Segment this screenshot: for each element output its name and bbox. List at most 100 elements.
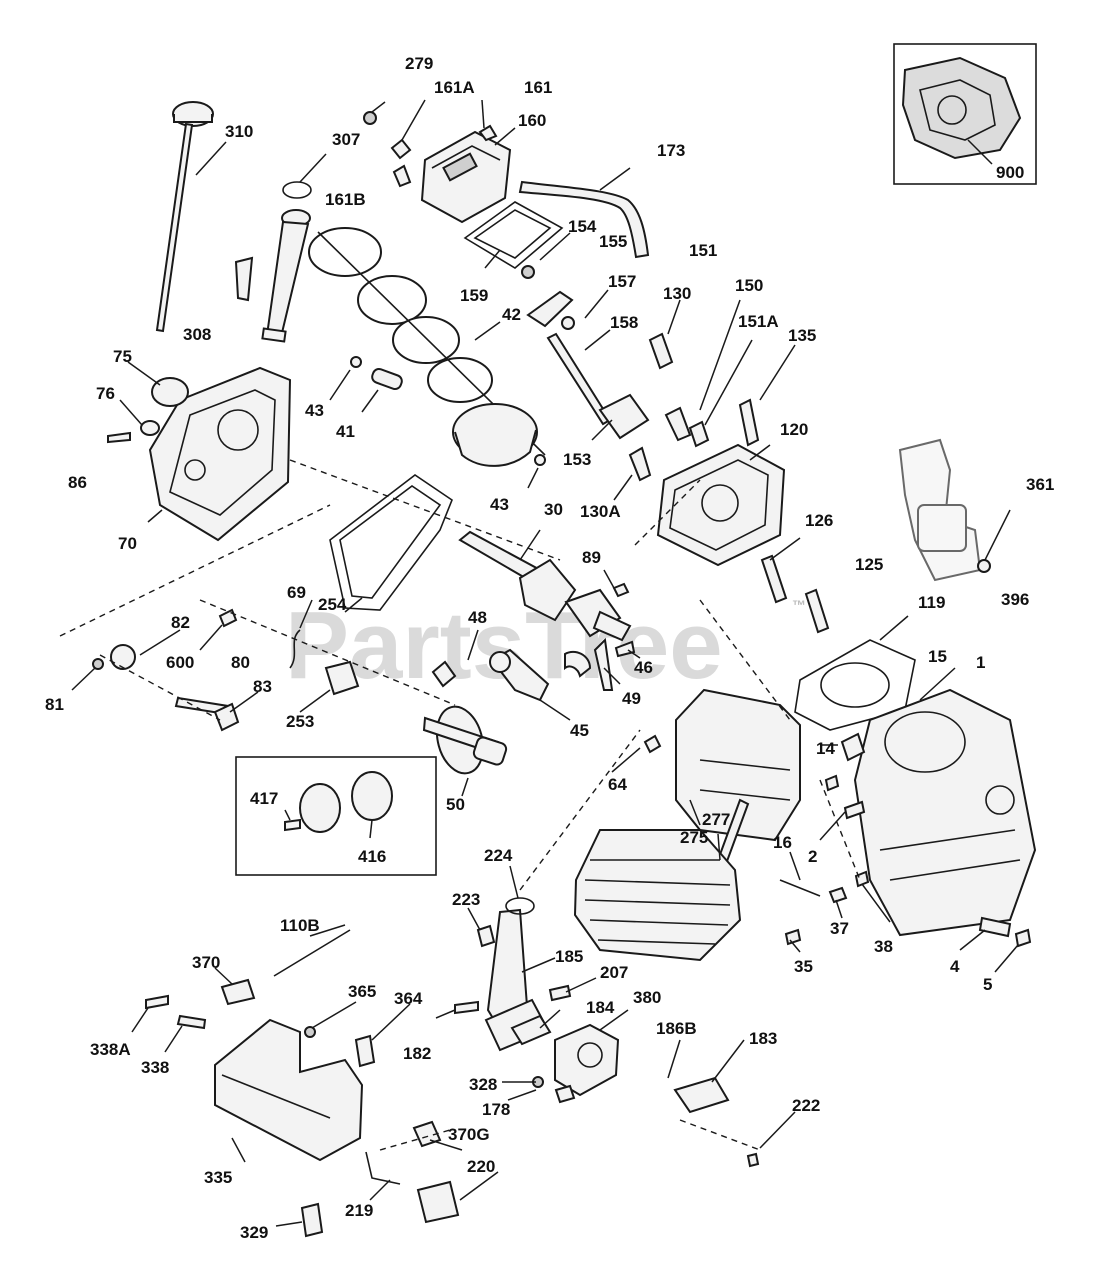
callout-126: 126 <box>805 511 833 530</box>
callout-119: 119 <box>918 593 945 612</box>
fitting-38 <box>854 870 870 888</box>
trademark-mark: ™ <box>792 597 806 613</box>
lever-253 <box>324 660 360 696</box>
callout-69: 69 <box>287 583 306 602</box>
callout-83: 83 <box>253 677 272 696</box>
fitting-207 <box>548 984 572 1002</box>
nut-365 <box>304 1026 316 1038</box>
gasket-159 <box>463 201 564 269</box>
screw-161A <box>390 138 412 160</box>
bolt-86 <box>107 431 131 444</box>
callout-86: 86 <box>68 473 87 492</box>
bracket-364 <box>354 1034 376 1068</box>
callout-81: 81 <box>45 695 64 714</box>
callout-64: 64 <box>608 775 627 794</box>
air-cleaner-275 <box>675 688 801 842</box>
callout-125: 125 <box>855 555 883 574</box>
callout-2: 2 <box>808 847 817 866</box>
bracket-220 <box>416 1180 460 1224</box>
callout-80: 80 <box>231 653 250 672</box>
bolt-126a <box>760 554 788 604</box>
gasket-328 <box>554 1084 576 1104</box>
callout-380: 380 <box>633 988 661 1007</box>
callout-120: 120 <box>780 420 808 439</box>
nut-5 <box>1014 928 1032 948</box>
callout-43-bottom: 43 <box>490 495 509 514</box>
rod-cap-49 <box>564 650 592 678</box>
callout-leaders <box>71 99 1019 1227</box>
clip-329 <box>300 1202 324 1238</box>
callout-42: 42 <box>502 305 521 324</box>
callout-151A: 151A <box>738 312 779 331</box>
engine-thumbnail <box>901 56 1022 160</box>
valve-spring-150 <box>664 406 692 442</box>
callout-158: 158 <box>610 313 638 332</box>
callout-15: 15 <box>928 647 947 666</box>
callout-130A: 130A <box>580 502 621 521</box>
nut-396 <box>977 559 991 573</box>
callout-308: 308 <box>183 325 211 344</box>
bolt-338 <box>176 1014 207 1030</box>
cylinder-head-120 <box>656 443 786 567</box>
callout-30: 30 <box>544 500 563 519</box>
control-bracket-335 <box>214 1018 364 1162</box>
callout-364: 364 <box>394 989 423 1008</box>
bolt-126b <box>804 588 830 634</box>
gasket-254 <box>329 474 453 611</box>
bolt-46 <box>614 640 636 658</box>
carburetor-380 <box>554 1023 620 1097</box>
oil-fill-tube <box>261 209 311 343</box>
callout-48: 48 <box>468 608 487 627</box>
callout-153: 153 <box>563 450 591 469</box>
callout-361: 361 <box>1026 475 1054 494</box>
callout-45: 45 <box>570 721 589 740</box>
cooling-shroud <box>573 829 742 962</box>
callout-16: 16 <box>773 833 792 852</box>
callout-155: 155 <box>599 232 627 251</box>
plate-370 <box>220 978 256 1006</box>
callout-365: 365 <box>348 982 376 1001</box>
fitting-161B <box>392 164 412 188</box>
callout-224: 224 <box>484 846 513 865</box>
piston <box>452 403 538 467</box>
callout-396: 396 <box>1001 590 1029 609</box>
callout-5: 5 <box>983 975 992 994</box>
callout-254: 254 <box>318 595 347 614</box>
oil-seal-75 <box>151 377 189 407</box>
callout-159: 159 <box>460 286 488 305</box>
bolt-49 <box>593 637 614 691</box>
callout-161: 161 <box>524 78 552 97</box>
callout-labels: 279 161A 161 160 310 307 173 161B 154 15… <box>45 54 1054 1242</box>
screw-222 <box>746 1152 760 1168</box>
callout-161B: 161B <box>325 190 366 209</box>
callout-173: 173 <box>657 141 685 160</box>
valve-151A <box>688 420 710 448</box>
callout-50: 50 <box>446 795 465 814</box>
callout-220: 220 <box>467 1157 495 1176</box>
clip-64 <box>643 734 662 754</box>
inset-frame-900 <box>893 43 1037 185</box>
piston-pin-41 <box>371 367 403 391</box>
callout-4: 4 <box>950 957 960 976</box>
callout-277: 277 <box>702 810 730 829</box>
bolt-37 <box>828 886 848 904</box>
callout-161A: 161A <box>434 78 475 97</box>
connecting-rod <box>489 648 550 702</box>
fuel-pump-assembly <box>898 438 982 582</box>
breather-hose-173 <box>518 180 650 259</box>
callout-253: 253 <box>286 712 314 731</box>
callout-328: 328 <box>469 1075 497 1094</box>
callout-310: 310 <box>225 122 253 141</box>
inset-frame-416 <box>235 756 437 876</box>
bolt-182 <box>454 1000 479 1015</box>
callout-275: 275 <box>680 828 708 847</box>
clip-43-top <box>350 356 362 368</box>
nut-157 <box>561 316 575 330</box>
callout-219: 219 <box>345 1201 373 1220</box>
callout-49: 49 <box>622 689 641 708</box>
callout-154: 154 <box>568 217 597 236</box>
gasket-307 <box>282 181 312 199</box>
callout-222: 222 <box>792 1096 820 1115</box>
dipper-48 <box>431 660 457 688</box>
